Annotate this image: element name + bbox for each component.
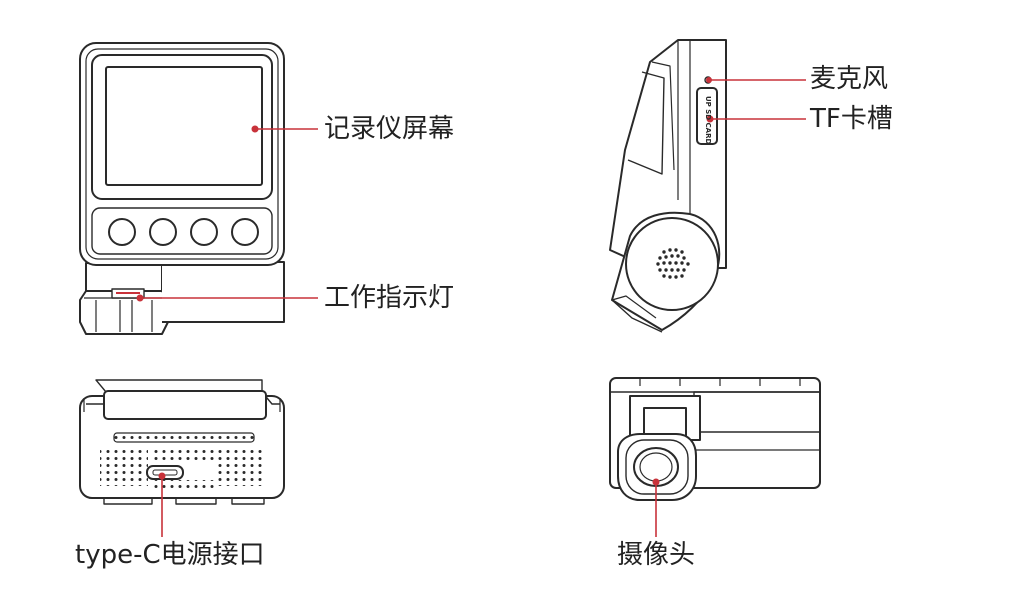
label-camera: 摄像头 [617, 540, 696, 570]
front-view [79, 42, 285, 335]
label-recorder-screen: 记录仪屏幕 [324, 114, 455, 144]
typec-port [146, 465, 184, 480]
front-button-2 [149, 218, 177, 246]
label-typec-port: type-C电源接口 [75, 540, 265, 570]
tf-card-slot [696, 87, 718, 145]
callout-dots [136, 77, 714, 486]
front-button-1 [108, 218, 136, 246]
recorder-screen [105, 66, 263, 186]
label-microphone: 麦克风 [810, 64, 889, 94]
indicator-callout-dot [136, 294, 144, 302]
rear-view [609, 377, 821, 501]
speaker-grille [656, 248, 690, 279]
right-grille [216, 450, 264, 486]
front-button-4 [231, 218, 259, 246]
sd-slot-marking: UP SD CARD [704, 96, 712, 144]
vent-slots [113, 432, 255, 443]
side-view [609, 39, 727, 333]
tf-slot-callout-dot [706, 115, 714, 123]
front-shoulder [162, 261, 285, 323]
typec-callout-dot [158, 472, 166, 480]
bottom-top-plate [103, 390, 267, 420]
label-work-indicator: 工作指示灯 [324, 283, 455, 313]
left-grille [100, 450, 148, 486]
microphone-callout-dot [706, 77, 712, 83]
screen-callout-dot [251, 125, 259, 133]
front-button-3 [190, 218, 218, 246]
camera-callout-dot [652, 478, 660, 486]
label-tf-slot: TF卡槽 [810, 104, 893, 134]
bottom-view [79, 379, 285, 505]
callouts [140, 79, 806, 537]
